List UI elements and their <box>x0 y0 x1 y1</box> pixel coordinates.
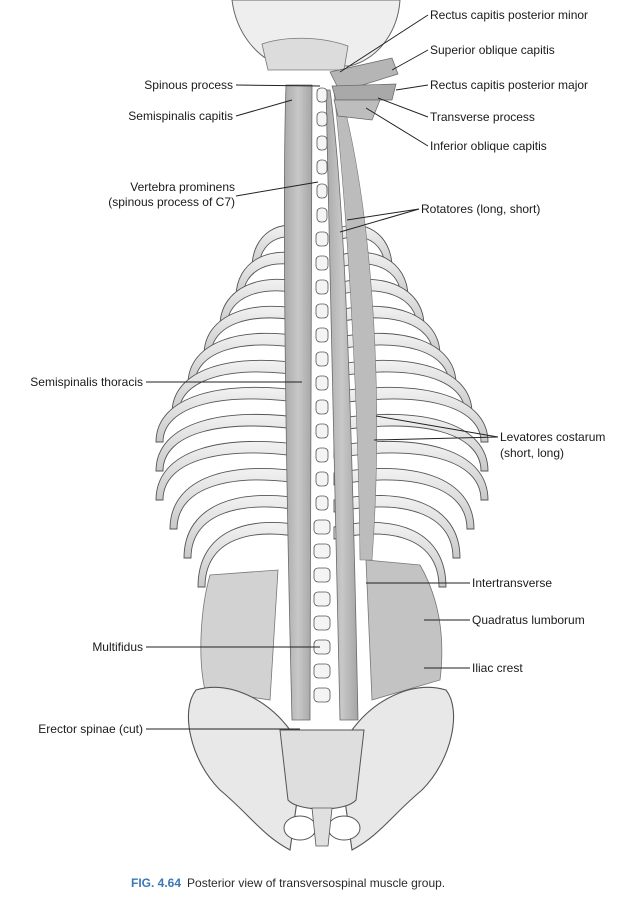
label-levatores-costarum: Levatores costarum <box>500 430 606 444</box>
label-intertransverse: Intertransverse <box>472 576 553 590</box>
vertebra <box>313 687 331 703</box>
label-multifidus: Multifidus <box>92 640 143 654</box>
rib <box>155 413 311 472</box>
rib <box>155 386 311 443</box>
vertebra <box>315 423 329 439</box>
vertebra <box>315 231 329 247</box>
vertebra <box>313 615 331 631</box>
vertebra <box>316 183 328 199</box>
figure-caption-text: Posterior view of transversospinal muscl… <box>187 876 446 890</box>
vertebra <box>313 567 331 583</box>
rib <box>333 522 447 588</box>
rib <box>333 440 489 501</box>
rib <box>197 522 311 588</box>
label-superior-oblique-capitis: Superior oblique capitis <box>430 43 555 57</box>
vertebra <box>315 399 329 415</box>
label-rotatores: Rotatores (long, short) <box>421 202 541 216</box>
spinal-muscles <box>283 84 377 721</box>
vertebra <box>315 303 329 319</box>
vertebra <box>315 471 329 487</box>
label-rectus-capitis-posterior-major: Rectus capitis posterior major <box>430 78 589 92</box>
label-levatores-costarum-detail: (short, long) <box>500 446 565 460</box>
rib <box>183 494 311 559</box>
label-vertebra-prominens-detail: (spinous process of C7) <box>108 195 235 209</box>
label-iliac-crest: Iliac crest <box>472 661 523 675</box>
label-rectus-capitis-posterior-minor: Rectus capitis posterior minor <box>430 8 589 22</box>
rib <box>155 440 311 501</box>
suboccipital-muscles <box>329 57 399 121</box>
vertebra <box>315 279 329 295</box>
vertebral-column <box>313 87 331 703</box>
pelvis <box>188 686 454 851</box>
rib <box>333 386 489 443</box>
rib <box>333 467 475 530</box>
vertebra <box>313 591 331 607</box>
label-vertebra-prominens: Vertebra prominens <box>130 180 235 194</box>
lumbar-muscles <box>200 559 443 701</box>
figure-caption: FIG. 4.64 Posterior view of transversospi… <box>131 876 445 890</box>
vertebra <box>313 543 331 559</box>
vertebra <box>313 663 331 679</box>
leader-lines <box>146 14 499 730</box>
vertebra <box>316 207 328 223</box>
figure-number: FIG. 4.64 <box>131 876 182 890</box>
label-inferior-oblique-capitis: Inferior oblique capitis <box>430 139 547 153</box>
label-semispinalis-capitis: Semispinalis capitis <box>128 109 233 123</box>
skull <box>231 0 401 71</box>
label-quadratus-lumborum: Quadratus lumborum <box>472 613 585 627</box>
vertebra <box>316 159 328 175</box>
label-spinous-process: Spinous process <box>144 78 233 92</box>
vertebra <box>316 87 328 103</box>
vertebra <box>315 327 329 343</box>
label-transverse-process: Transverse process <box>430 110 535 124</box>
vertebra <box>313 519 331 535</box>
rib <box>169 467 311 530</box>
vertebra <box>316 111 328 127</box>
vertebra <box>315 447 329 463</box>
vertebra <box>315 351 329 367</box>
vertebra <box>315 255 329 271</box>
rib <box>333 494 461 559</box>
label-semispinalis-thoracis: Semispinalis thoracis <box>30 375 143 389</box>
vertebra <box>315 375 329 391</box>
label-erector-spinae: Erector spinae (cut) <box>38 722 143 736</box>
vertebra <box>315 495 329 511</box>
vertebra <box>316 135 328 151</box>
